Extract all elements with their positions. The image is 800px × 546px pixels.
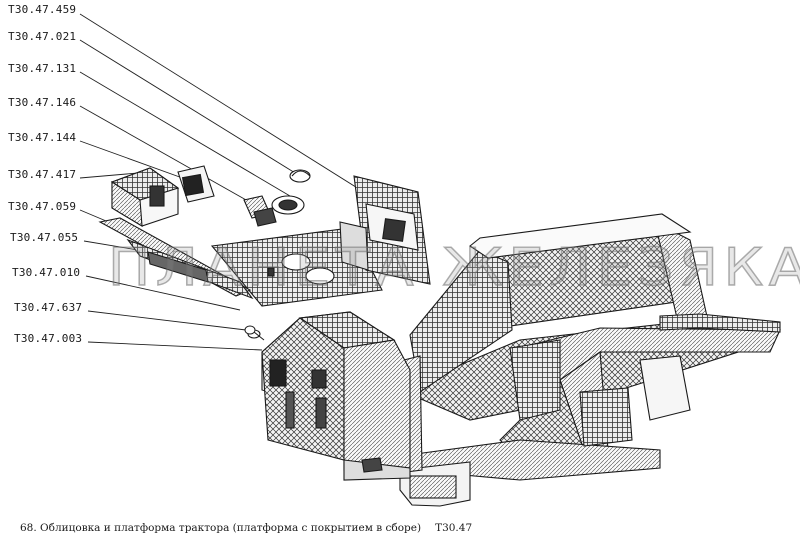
caption-text: 68. Облицовка и платформа трактора (плат…: [20, 522, 422, 534]
platform-frame: [398, 213, 781, 507]
front-box: [247, 311, 411, 481]
leader-line-021: [79, 39, 301, 177]
figure-caption: 68. Облицовка и платформа трактора (плат…: [20, 522, 472, 534]
side-panel: [339, 175, 431, 285]
part-label-059: Т30.47.059: [8, 200, 77, 213]
part-label-021: Т30.47.021: [8, 30, 77, 43]
leader-line-637: [87, 310, 247, 331]
caption-code: Т30.47: [435, 522, 473, 534]
leader-line-131: [79, 71, 291, 197]
part-label-417: Т30.47.417: [8, 168, 77, 181]
small-parts: [243, 169, 311, 227]
part-label-055: Т30.47.055: [10, 231, 79, 244]
bracket-box: [110, 167, 180, 228]
cover-plate: [177, 165, 215, 203]
part-label-131: Т30.47.131: [8, 62, 77, 75]
leader-line-146: [79, 105, 256, 206]
leader-line-144: [79, 140, 189, 181]
part-label-459: Т30.47.459: [8, 3, 77, 16]
bolt: [244, 325, 265, 341]
part-label-144: Т30.47.144: [8, 131, 77, 144]
part-label-146: Т30.47.146: [8, 96, 77, 109]
part-label-010: Т30.47.010: [12, 266, 81, 279]
leader-line-010: [85, 275, 241, 311]
part-label-637: Т30.47.637: [14, 301, 83, 314]
floor-plate: [210, 227, 383, 307]
leader-line-003: [87, 341, 263, 351]
side-bars: [98, 217, 254, 300]
part-label-003: Т30.47.003: [14, 332, 83, 345]
